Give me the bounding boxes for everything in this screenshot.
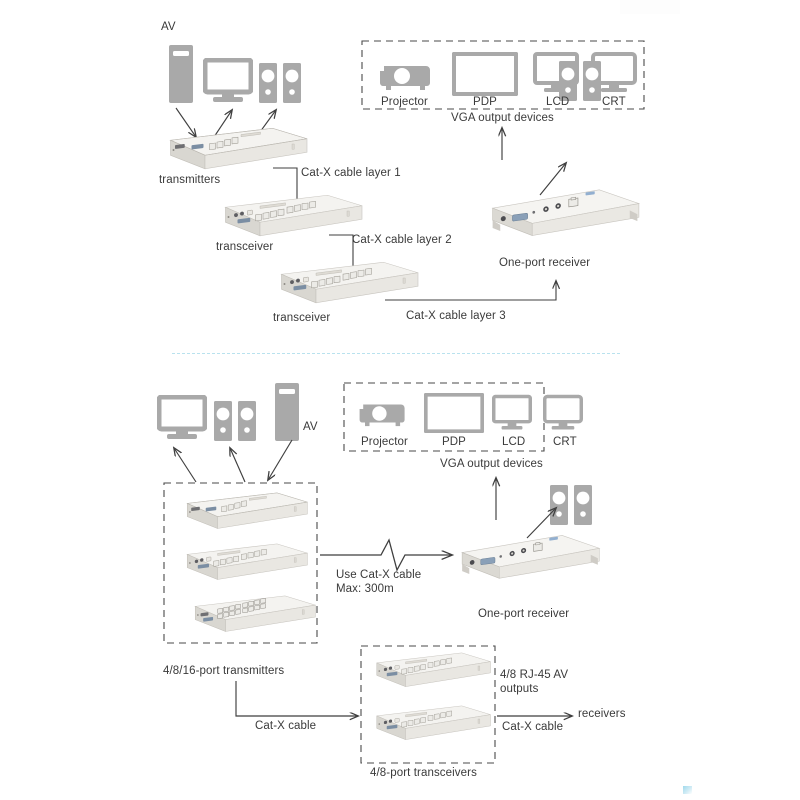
arrow-av-to-tx xyxy=(268,439,293,480)
arrow-av-to-transmitter xyxy=(175,107,196,137)
cat-x-layer-3-label: Cat-X cable layer 3 xyxy=(406,310,506,322)
top-edge-artifact xyxy=(620,0,680,14)
transceivers-label: 4/8-port transceivers xyxy=(370,767,477,779)
av-source-label-top: AV xyxy=(161,21,176,33)
top-panel-artwork xyxy=(169,40,645,304)
arrow-receiver-to-speakers xyxy=(539,163,566,196)
projector-label-bottom: Projector xyxy=(361,436,408,448)
cat-x-cable-label-left: Cat-X cable xyxy=(255,720,317,732)
arrow-tx-to-monitor xyxy=(174,448,197,483)
bottom-panel-artwork xyxy=(159,382,600,764)
transmitters-label-bottom: 4/8/16-port transmitters xyxy=(163,665,285,677)
receivers-label: receivers xyxy=(578,708,626,720)
vga-output-devices-caption-bottom: VGA output devices xyxy=(440,458,543,470)
rj45-outputs-line-1: 4/8 RJ-45 AV xyxy=(500,669,569,681)
av-source-label-bottom: AV xyxy=(303,421,318,433)
panel-divider xyxy=(172,353,620,354)
transceivers-group-box xyxy=(360,645,496,764)
receiver-speakers-icon-bottom xyxy=(550,485,592,525)
pdp-label-top: PDP xyxy=(473,96,497,108)
cat-x-run-arrow xyxy=(320,538,452,572)
one-port-receiver-device xyxy=(492,189,640,236)
cat-x-layer-2-label: Cat-X cable layer 2 xyxy=(352,234,452,246)
transmitters-group-box xyxy=(163,482,318,644)
rj45-outputs-line-2: outputs xyxy=(500,683,539,695)
av-tower-icon xyxy=(169,45,193,103)
transmitter-8port-device xyxy=(186,543,308,580)
receiver-speakers-icon xyxy=(559,61,601,101)
arrow-tx-to-speakers xyxy=(230,448,246,483)
crt-monitor-icon-bottom xyxy=(543,394,583,432)
transceiver-device-2 xyxy=(281,261,419,304)
lcd-monitor-icon-bottom xyxy=(492,394,532,432)
crt-label-bottom: CRT xyxy=(553,436,577,448)
transmitters-label-top: transmitters xyxy=(159,174,221,186)
speakers-icon-bottom xyxy=(214,401,256,441)
transmitter-device xyxy=(170,127,308,170)
cat-x-cable-label-right: Cat-X cable xyxy=(502,721,564,733)
transmitter-16port-device xyxy=(194,595,316,632)
speakers-icon xyxy=(259,63,301,103)
cat-x-note-line-1: Use Cat-X cable xyxy=(336,569,422,581)
arrow-receiver-to-speakers-bottom xyxy=(526,508,556,539)
pdp-label-bottom: PDP xyxy=(442,436,466,448)
transceiver-4port-device xyxy=(376,652,491,687)
transceiver-label-1: transceiver xyxy=(216,241,274,253)
cat-x-layer-1-label: Cat-X cable layer 1 xyxy=(301,167,401,179)
lcd-label-top: LCD xyxy=(546,96,570,108)
cat-x-layer1-line xyxy=(273,167,298,199)
projector-label-top: Projector xyxy=(381,96,428,108)
cat-x-layer2-line xyxy=(329,234,354,266)
cat-x-cable-left-line xyxy=(235,681,358,716)
av-tower-icon-bottom xyxy=(275,383,299,441)
corner-artifact xyxy=(683,786,692,794)
transceiver-device-1 xyxy=(225,194,363,237)
crt-label-top: CRT xyxy=(602,96,626,108)
monitor-icon xyxy=(205,60,251,102)
vga-output-devices-caption-top: VGA output devices xyxy=(451,112,554,124)
cat-x-layer3-line xyxy=(385,281,556,301)
lcd-label-bottom: LCD xyxy=(502,436,526,448)
one-port-receiver-label-bottom: One-port receiver xyxy=(478,608,570,620)
one-port-receiver-label-top: One-port receiver xyxy=(499,257,591,269)
cat-x-note-line-2: Max: 300m xyxy=(336,583,394,595)
transceiver-8port-device xyxy=(376,705,491,740)
projector-icon xyxy=(380,66,430,90)
projector-icon-bottom xyxy=(359,404,405,427)
transceiver-label-2: transceiver xyxy=(273,312,331,324)
monitor-icon-bottom xyxy=(159,397,205,439)
transmitter-4port-device xyxy=(186,492,308,529)
pdp-display-icon xyxy=(454,54,517,95)
one-port-receiver-device-bottom xyxy=(461,535,600,579)
vga-output-group-box xyxy=(361,40,645,110)
pdp-display-icon-bottom xyxy=(425,394,482,431)
